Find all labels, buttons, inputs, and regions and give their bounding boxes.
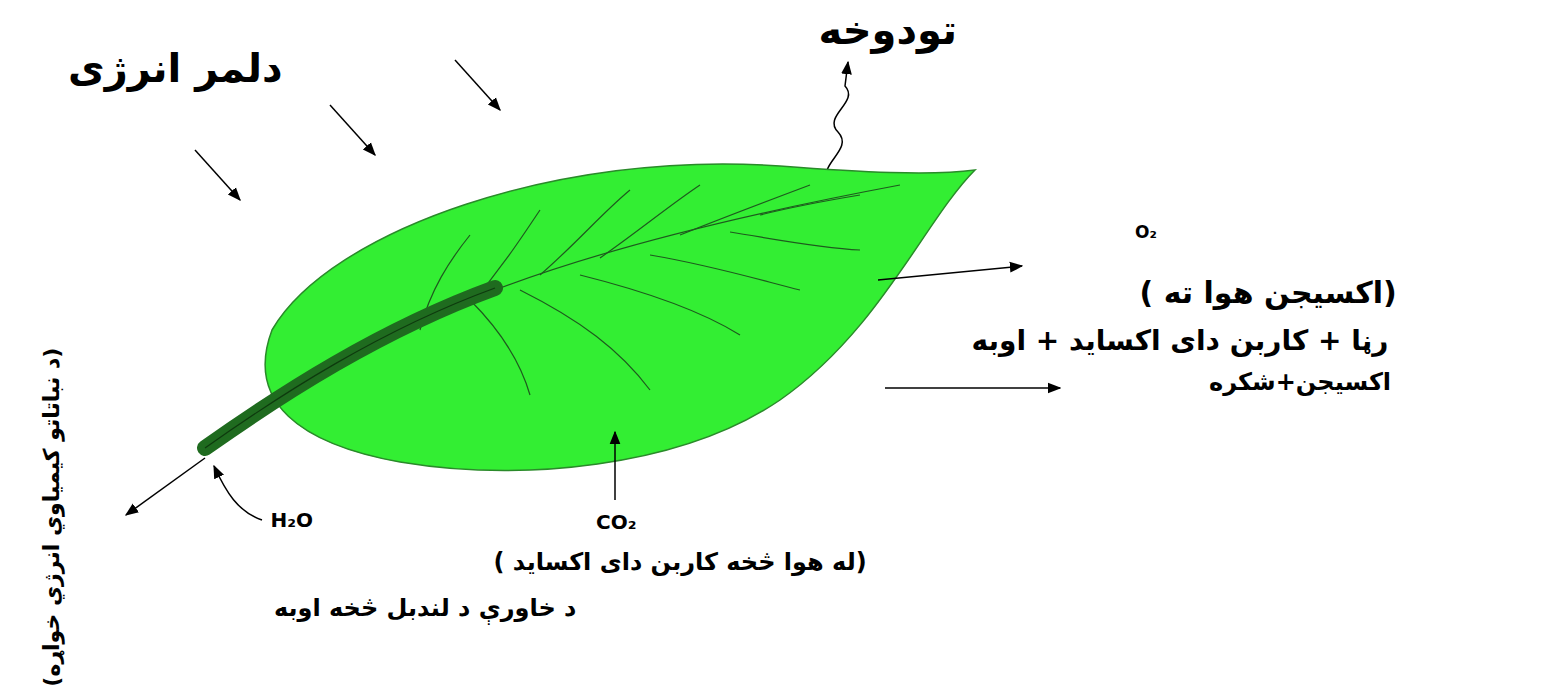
formula-label: O₂ [1135,222,1157,242]
formula-label: CO₂ [596,510,636,534]
equation-label: رڼا + کاربن دای اکساید + اوبه [972,324,1389,358]
input-label: د خاورې د لندبل څخه اوبه [274,594,576,623]
oxygen-arrow [878,266,1022,280]
output-label: (اکسیجن هوا ته ) [1140,275,1397,311]
heat-label: تودوخه [819,6,958,54]
co2-arrow [614,432,616,500]
food-energy-arrow [126,458,205,515]
leaf [265,164,975,470]
reaction-arrow [885,387,1060,389]
heat-arrow [827,62,849,182]
sun-arrow [330,105,375,155]
output-label: (د نباتاتو کیمیاوي انرژي خواړه) [39,348,65,687]
input-label: (له هوا څخه کاربن دای اکساید ) [494,548,867,577]
water-arrow [214,466,262,520]
formula-label: H₂O [271,508,314,532]
stem-outline [205,288,495,448]
sun-arrow [195,150,240,200]
sun-arrow [455,60,500,110]
product-label: اکسیجن+شکره [1209,368,1391,397]
energy-label: دلمر انرژی [68,44,282,92]
leaf-stem [205,288,495,448]
